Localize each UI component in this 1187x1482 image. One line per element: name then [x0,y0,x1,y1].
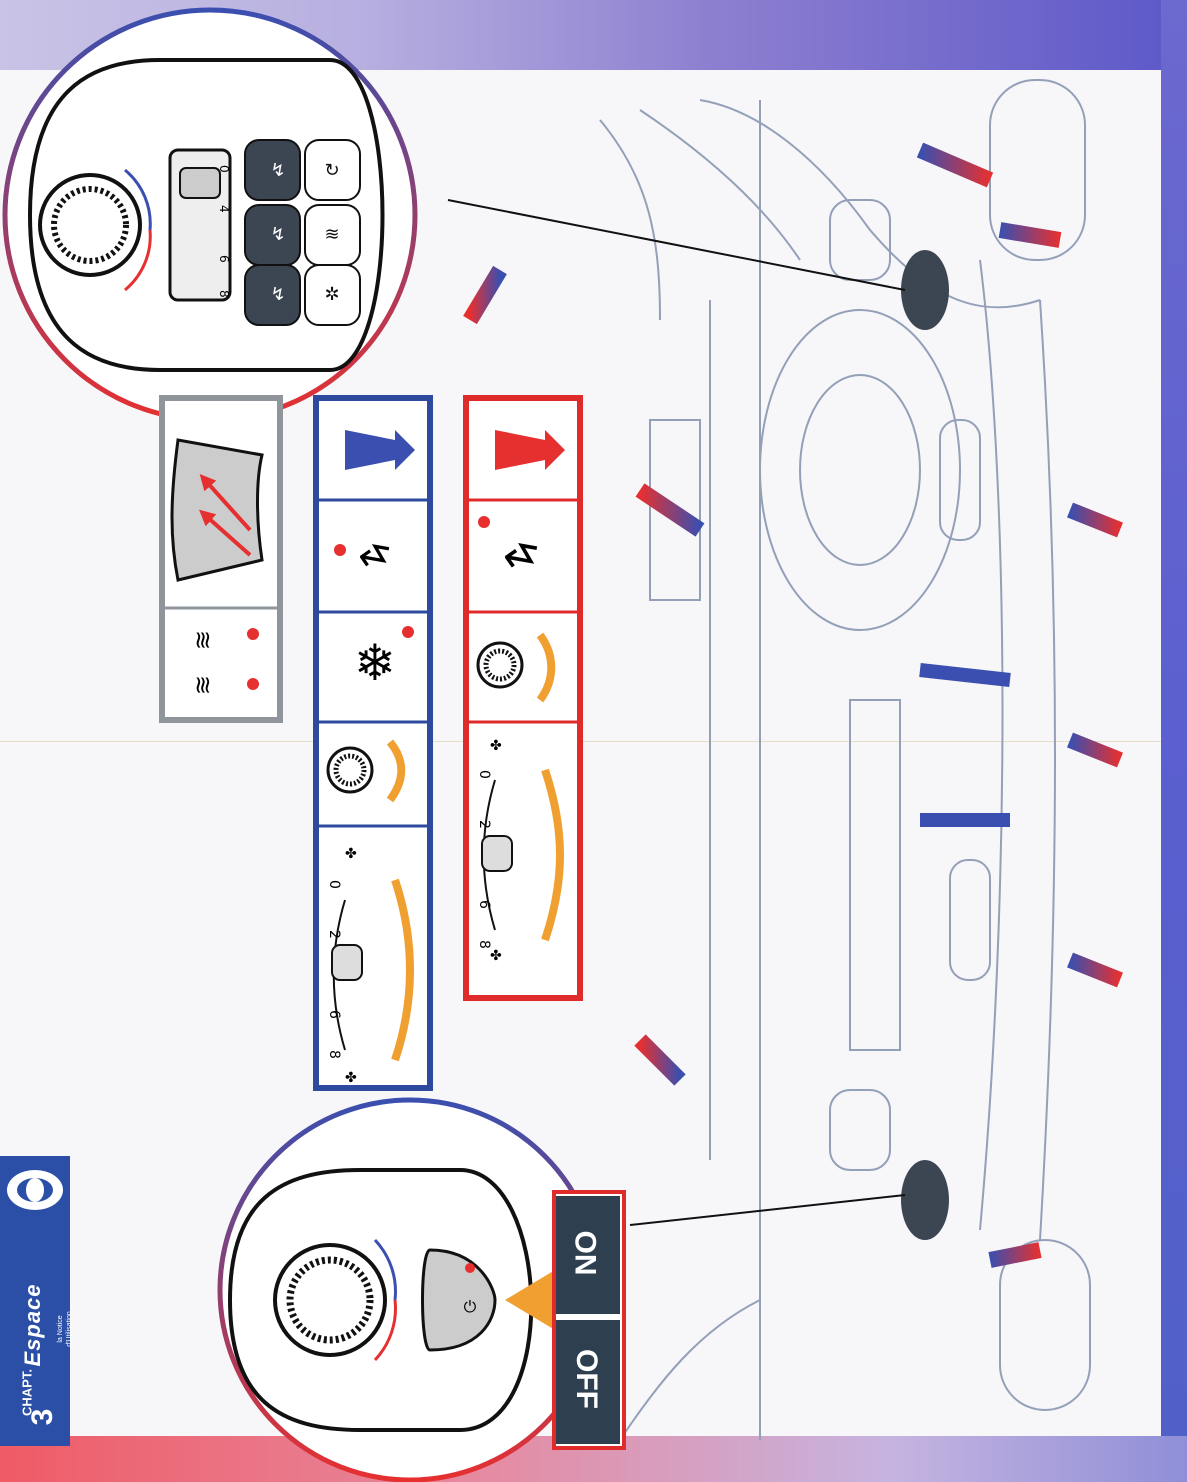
windscreen-small-icon: ≋ [189,675,217,695]
snowflake-icon: ❄ [354,634,396,692]
fan-scale-mark: 8 [326,1050,342,1059]
climate-scale-mark: 0 [217,165,231,173]
heating-airflow-icon [495,430,565,470]
windscreen-defrost-icon [170,438,264,582]
air-distribution-icon: ↯ [494,537,545,574]
fan-scale-mark: 2 [326,930,342,939]
airflow-arrow-icon [463,142,1123,1328]
heating-box [463,395,583,1001]
fan-slider-icon [331,944,363,981]
cooling-airflow-icon [345,430,415,470]
climate-scale-mark: 6 [217,255,231,263]
power-icon: ⏻ [464,1297,477,1316]
rear-defrost-icon: ≋ [189,630,217,650]
svg-text:↯: ↯ [270,224,285,245]
fan-icon: ✤ [490,948,502,964]
svg-text:↻: ↻ [324,160,339,181]
fan-scale-mark: 0 [476,770,492,779]
right-gradient-band [1161,0,1187,1482]
off-label-box: OFF [556,1320,620,1444]
on-label: ON [568,1230,602,1276]
svg-text:↯: ↯ [270,160,285,181]
climate-scale-mark: 4 [217,205,231,213]
dashboard-lines [599,79,1091,1441]
svg-text:✲: ✲ [324,284,339,305]
fan-scale-mark: 0 [326,880,342,889]
fan-scale-mark: 2 [476,820,492,829]
on-label-box: ON [556,1196,620,1314]
fan-icon: ✤ [345,1070,357,1086]
fan-icon: ✤ [490,738,502,754]
climate-buttons [244,139,301,326]
fan-scale-mark: 8 [476,940,492,949]
climate-scale-mark: 8 [217,290,231,298]
off-label: OFF [570,1349,603,1409]
fan-scale-mark: 6 [476,900,492,909]
svg-text:≋: ≋ [324,224,339,245]
air-distribution-icon: ↯ [350,538,396,572]
power-button [421,1248,497,1352]
brand-logo-icon [7,1170,63,1210]
heater-panel-thumbnail [901,1160,949,1240]
svg-text:↯: ↯ [270,284,285,305]
fan-scale-mark: 6 [326,1010,342,1019]
fan-icon: ✤ [345,846,357,862]
climate-panel-thumbnail [901,250,949,330]
fan-slider-icon [481,835,513,872]
